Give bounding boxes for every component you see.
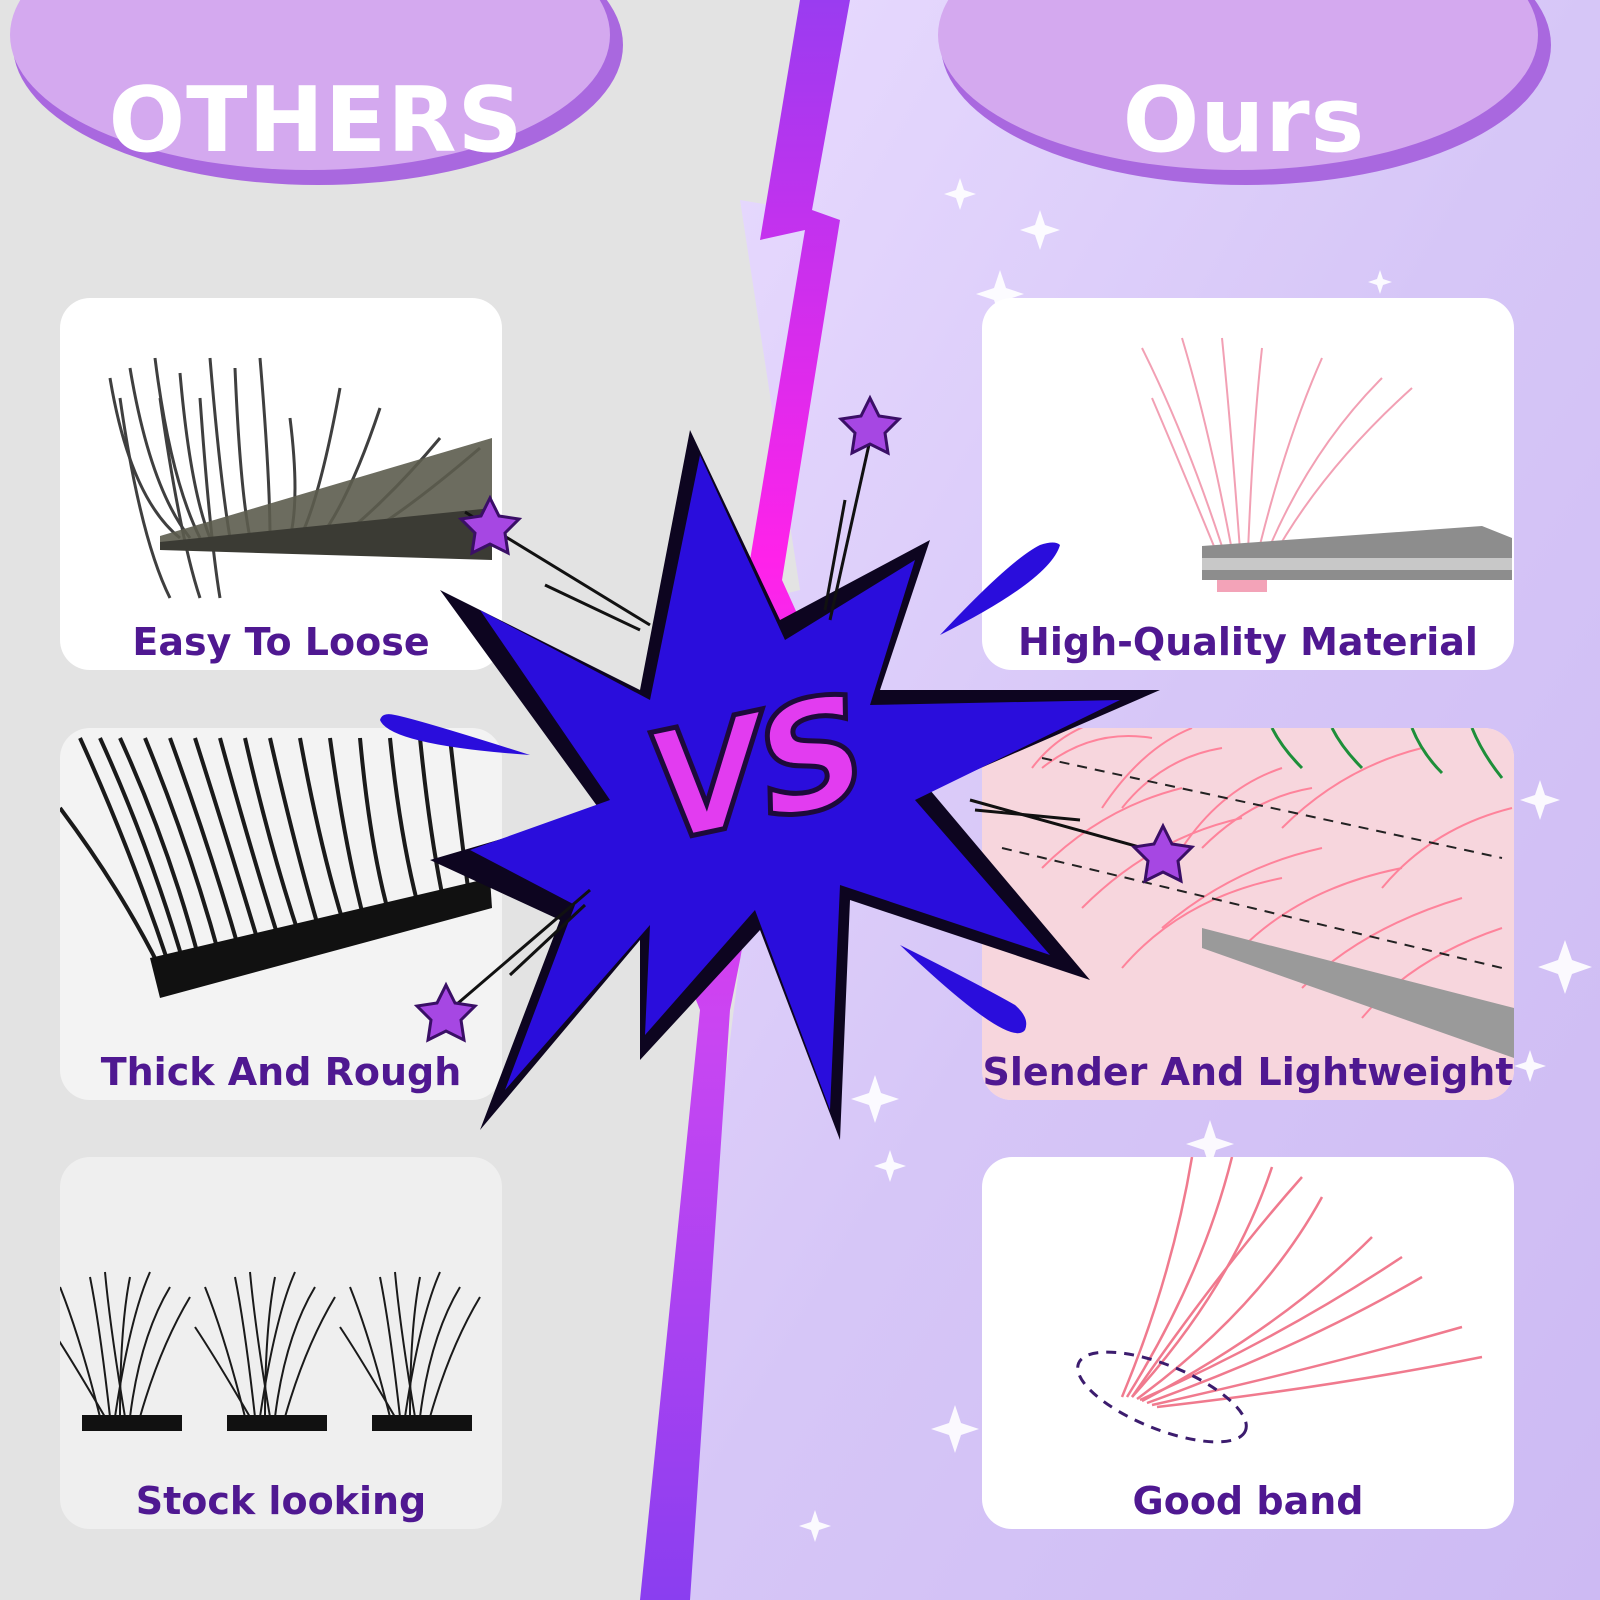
pink-lash-tweezer-image bbox=[1141, 337, 1512, 592]
ours-card-band: Good band bbox=[982, 1157, 1514, 1529]
others-header-pill bbox=[10, 0, 623, 185]
stock-lash-strip-image bbox=[60, 1271, 481, 1431]
pink-lash-band-image bbox=[1076, 1157, 1483, 1444]
others-label-loose: Easy To Loose bbox=[132, 620, 430, 664]
others-card-stock: Stock looking bbox=[60, 1157, 502, 1529]
ours-title: Ours bbox=[1122, 67, 1366, 173]
others-header: OTHERS bbox=[0, 0, 632, 240]
pink-lash-tray-image bbox=[982, 728, 1514, 1100]
others-card-thick: Thick And Rough bbox=[60, 728, 502, 1100]
thick-black-lash-image bbox=[60, 737, 492, 998]
ours-card-slender: Slender And Lightweight bbox=[982, 728, 1514, 1100]
ours-card-material: High-Quality Material bbox=[982, 298, 1514, 670]
others-title: OTHERS bbox=[108, 67, 524, 173]
ours-header: Ours bbox=[928, 0, 1560, 240]
black-lash-cluster-image bbox=[108, 357, 492, 599]
ours-label-slender: Slender And Lightweight bbox=[982, 1050, 1514, 1094]
ours-label-material: High-Quality Material bbox=[1018, 620, 1478, 664]
ours-label-band: Good band bbox=[1132, 1479, 1364, 1523]
others-card-loose: Easy To Loose bbox=[60, 298, 502, 670]
ours-header-pill bbox=[938, 0, 1551, 185]
others-label-thick: Thick And Rough bbox=[100, 1050, 462, 1094]
others-label-stock: Stock looking bbox=[135, 1479, 427, 1523]
